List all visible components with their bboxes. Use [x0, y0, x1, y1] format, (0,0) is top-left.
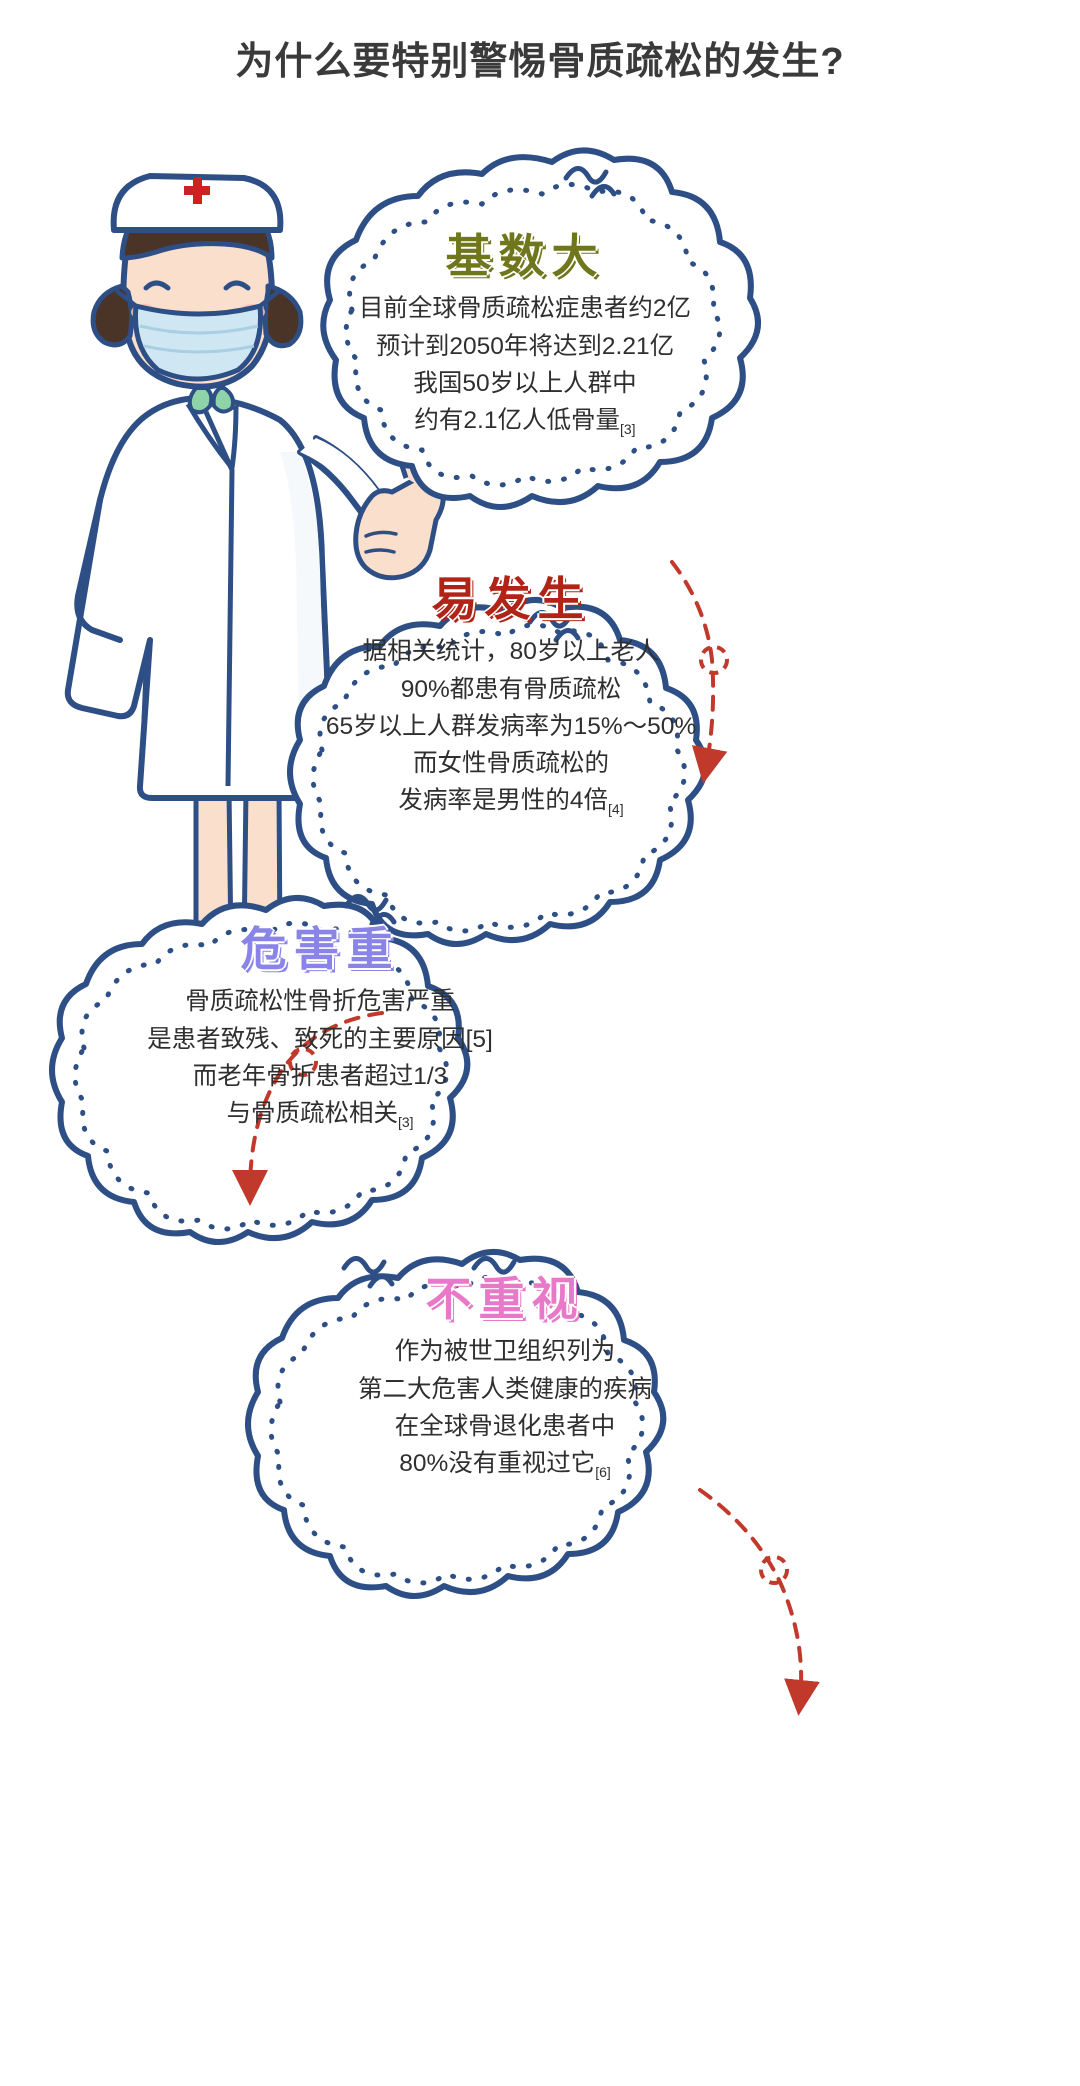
cloud-heading-4: 不重视	[425, 1273, 585, 1325]
cloud-line-last: 约有2.1亿人低骨量[3]	[330, 402, 720, 440]
cloud-line: 第二大危害人类健康的疾病	[358, 1375, 652, 1403]
cloud-line: 而女性骨质疏松的	[413, 750, 609, 777]
page-title: 为什么要特别警惕骨质疏松的发生?	[235, 41, 845, 83]
cloud-content-3: 危害重 骨质疏松性骨折危害严重 是患者致残、致死的主要原因[5] 而老年骨折患者…	[110, 923, 530, 1133]
cloud-line: 骨质疏松性骨折危害严重	[185, 988, 455, 1016]
cloud-line-text: 与骨质疏松相关	[226, 1100, 398, 1127]
cloud-heading-3: 危害重	[240, 923, 400, 975]
reference-marker: [6]	[595, 1463, 611, 1480]
cloud-line: 目前全球骨质疏松症患者约2亿	[358, 295, 692, 323]
cloud-line: 预计到2050年将达到2.21亿	[375, 332, 675, 360]
cloud-content-2: 易发生 据相关统计，80岁以上老人 90%都患有骨质疏松 65岁以上人群发病率为…	[296, 573, 726, 820]
cloud-content-1: 基数大 目前全球骨质疏松症患者约2亿 预计到2050年将达到2.21亿 我国50…	[330, 230, 720, 440]
cloud-line-last: 与骨质疏松相关[3]	[110, 1095, 530, 1133]
cloud-heading-1: 基数大	[445, 230, 605, 282]
cloud-line-text: 约有2.1亿人低骨量	[414, 407, 620, 434]
cloud-line: 65岁以上人群发病率为15%～50%	[325, 712, 697, 740]
connector-arrow-3	[698, 1488, 820, 1716]
cloud-line-text: 80%没有重视过它	[399, 1450, 596, 1477]
cloud-line-last: 发病率是男性的4倍[4]	[296, 782, 726, 820]
cloud-body-4: 作为被世卫组织列为 第二大危害人类健康的疾病 在全球骨退化患者中 80%没有重视…	[300, 1333, 710, 1483]
cloud-heading-2: 易发生	[431, 573, 591, 625]
reference-marker: [3]	[397, 1113, 414, 1130]
cloud-body-2: 据相关统计，80岁以上老人 90%都患有骨质疏松 65岁以上人群发病率为15%～…	[296, 633, 726, 820]
cloud-line-last: 80%没有重视过它[6]	[300, 1445, 710, 1483]
cloud-body-1: 目前全球骨质疏松症患者约2亿 预计到2050年将达到2.21亿 我国50岁以上人…	[330, 290, 720, 440]
reference-marker: [4]	[608, 801, 624, 818]
cloud-body-3: 骨质疏松性骨折危害严重 是患者致残、致死的主要原因[5] 而老年骨折患者超过1/…	[110, 983, 530, 1133]
cloud-line: 据相关统计，80岁以上老人	[362, 638, 660, 666]
cloud-line: 而老年骨折患者超过1/3	[192, 1062, 448, 1090]
cloud-line-text: 发病率是男性的4倍	[398, 787, 609, 815]
cloud-content-4: 不重视 作为被世卫组织列为 第二大危害人类健康的疾病 在全球骨退化患者中 80%…	[300, 1273, 710, 1483]
cloud-line: 作为被世卫组织列为	[394, 1338, 616, 1366]
cloud-line: 是患者致残、致死的主要原因[5]	[147, 1025, 493, 1053]
cloud-line: 我国50岁以上人群中	[413, 369, 637, 397]
cloud-line: 在全球骨退化患者中	[394, 1412, 616, 1440]
reference-marker: [3]	[619, 420, 636, 437]
cloud-line: 90%都患有骨质疏松	[400, 675, 622, 703]
